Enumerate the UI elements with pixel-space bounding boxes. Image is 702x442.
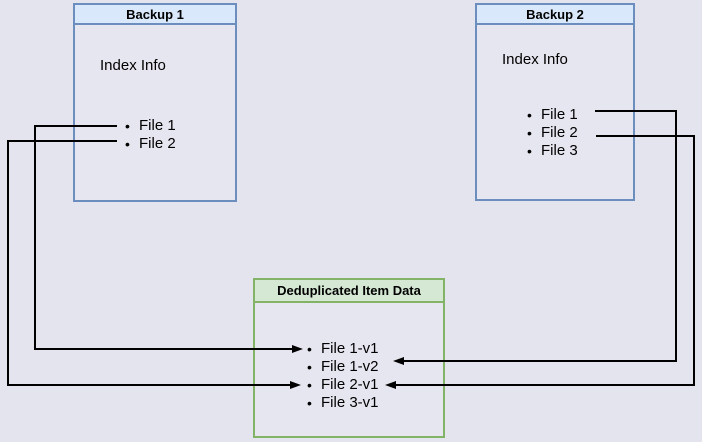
- backup1-title: Backup 1: [126, 6, 184, 22]
- bullet-icon: •: [125, 136, 130, 152]
- bullet-icon: •: [307, 359, 312, 375]
- list-item-label: File 1: [541, 106, 578, 123]
- bullet-icon: •: [527, 107, 532, 123]
- backup2-title: Backup 2: [526, 6, 584, 22]
- dedup-title: Deduplicated Item Data: [277, 283, 421, 298]
- bullet-icon: •: [307, 395, 312, 411]
- backup1-box: Backup 1 Index Info • File 1 • File 2: [73, 3, 237, 202]
- list-item: • File 3: [527, 142, 578, 160]
- list-item: • File 2-v1: [307, 376, 379, 394]
- list-item-label: File 3: [541, 142, 578, 159]
- list-item: • File 1: [125, 117, 176, 135]
- dedup-box: Deduplicated Item Data • File 1-v1 • Fil…: [253, 278, 445, 438]
- list-item-label: File 1-v2: [321, 358, 379, 375]
- bullet-icon: •: [307, 377, 312, 393]
- backup1-file-list: • File 1 • File 2: [125, 117, 176, 153]
- backup1-header: Backup 1: [75, 5, 235, 25]
- backup2-subtitle: Index Info: [502, 51, 568, 68]
- list-item-label: File 2: [139, 135, 176, 152]
- list-item-label: File 2-v1: [321, 376, 379, 393]
- backup1-subtitle: Index Info: [100, 57, 166, 74]
- list-item: • File 1-v2: [307, 358, 379, 376]
- list-item-label: File 1-v1: [321, 340, 379, 357]
- bullet-icon: •: [527, 143, 532, 159]
- list-item: • File 2: [527, 124, 578, 142]
- dedup-header: Deduplicated Item Data: [255, 280, 443, 303]
- list-item: • File 2: [125, 135, 176, 153]
- list-item-label: File 2: [541, 124, 578, 141]
- dedup-item-list: • File 1-v1 • File 1-v2 • File 2-v1 • Fi…: [307, 340, 379, 412]
- list-item: • File 1-v1: [307, 340, 379, 358]
- backup2-box: Backup 2 Index Info • File 1 • File 2 • …: [475, 3, 635, 201]
- backup2-file-list: • File 1 • File 2 • File 3: [527, 106, 578, 160]
- bullet-icon: •: [125, 118, 130, 134]
- list-item-label: File 3-v1: [321, 394, 379, 411]
- list-item: • File 3-v1: [307, 394, 379, 412]
- backup2-header: Backup 2: [477, 5, 633, 25]
- list-item: • File 1: [527, 106, 578, 124]
- list-item-label: File 1: [139, 117, 176, 134]
- bullet-icon: •: [307, 341, 312, 357]
- bullet-icon: •: [527, 125, 532, 141]
